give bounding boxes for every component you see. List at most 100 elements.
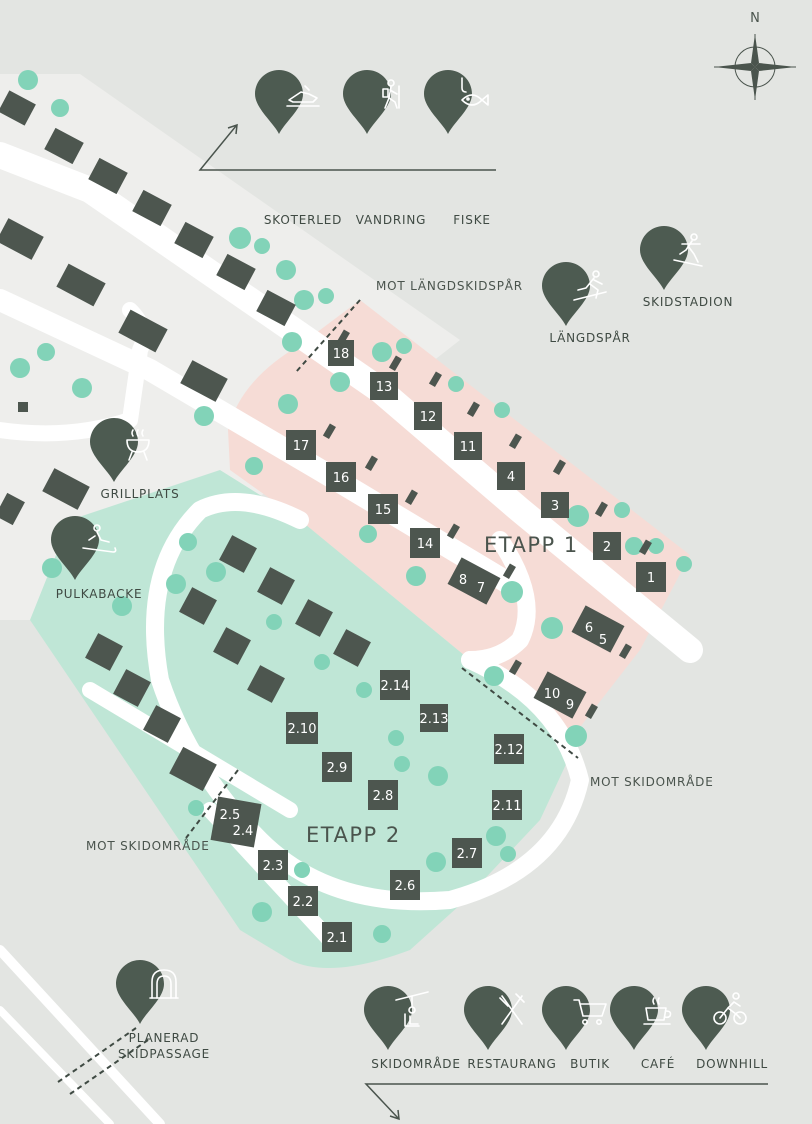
pin-skoterled[interactable]: SKOTERLED — [255, 70, 342, 227]
sled-icon — [82, 524, 117, 553]
plot-8-7[interactable]: 87 — [447, 557, 501, 605]
svg-text:17: 17 — [293, 439, 310, 454]
direction-label-skidomrade-right: MOT SKIDOMRÅDE — [590, 774, 714, 789]
svg-text:2.2: 2.2 — [293, 895, 314, 910]
plot-2-3[interactable]: 2.3 — [258, 850, 288, 880]
plot-2-12[interactable]: 2.12 — [494, 734, 524, 764]
pin-pulkabacke[interactable]: PULKABACKE — [51, 516, 142, 601]
svg-text:9: 9 — [566, 698, 574, 713]
svg-text:SKOTERLED: SKOTERLED — [264, 213, 342, 227]
svg-text:16: 16 — [333, 471, 350, 486]
svg-text:SKIDSTADION: SKIDSTADION — [643, 295, 734, 309]
pin-fiske[interactable]: FISKE — [424, 70, 491, 227]
direction-label-langdskidspar: MOT LÄNGDSKIDSPÅR — [376, 278, 523, 293]
svg-text:18: 18 — [333, 347, 350, 362]
pin-planerad-skidpassage[interactable]: PLANERAD SKIDPASSAGE — [116, 960, 210, 1061]
svg-text:BUTIK: BUTIK — [570, 1057, 610, 1071]
svg-text:PULKABACKE: PULKABACKE — [56, 587, 143, 601]
svg-text:6: 6 — [585, 621, 593, 636]
plot-15[interactable]: 15 — [368, 494, 398, 524]
top-arrow — [198, 123, 496, 171]
plot-2-2[interactable]: 2.2 — [288, 886, 318, 916]
svg-text:DOWNHILL: DOWNHILL — [696, 1057, 768, 1071]
plot-2-6[interactable]: 2.6 — [390, 870, 420, 900]
etapp1-sheds — [322, 329, 652, 720]
plot-2-13[interactable]: 2.13 — [420, 704, 449, 732]
plot-13[interactable]: 13 — [370, 372, 398, 400]
svg-text:SKIDPASSAGE: SKIDPASSAGE — [118, 1047, 210, 1061]
downhill-bike-icon — [713, 992, 747, 1025]
svg-text:1: 1 — [647, 571, 655, 586]
pin-restaurang[interactable]: RESTAURANG — [464, 986, 557, 1071]
plot-14[interactable]: 14 — [410, 528, 440, 558]
plot-1[interactable]: 1 — [636, 562, 666, 592]
svg-text:14: 14 — [417, 537, 434, 552]
etapp1-label: ETAPP 1 — [484, 533, 579, 557]
plot-16[interactable]: 16 — [326, 462, 356, 492]
svg-text:LÄNGDSPÅR: LÄNGDSPÅR — [549, 330, 630, 345]
pin-langdspar[interactable]: LÄNGDSPÅR — [542, 262, 631, 345]
plot-17[interactable]: 17 — [286, 430, 316, 460]
etapp2-houses — [85, 535, 371, 792]
compass-rose: N — [714, 11, 796, 100]
svg-text:2.5: 2.5 — [220, 808, 241, 823]
pin-vandring[interactable]: VANDRING — [343, 70, 426, 227]
ski-lift-icon — [395, 991, 429, 1027]
plot-6-5[interactable]: 65 — [571, 605, 625, 653]
plot-11[interactable]: 11 — [454, 432, 482, 460]
hiker-icon — [382, 79, 400, 109]
svg-text:13: 13 — [376, 380, 393, 395]
plot-2-7[interactable]: 2.7 — [452, 838, 482, 868]
snowmobile-icon — [286, 85, 320, 107]
svg-text:2: 2 — [603, 540, 611, 555]
plot-3[interactable]: 3 — [541, 492, 569, 518]
svg-text:2.9: 2.9 — [327, 761, 348, 776]
plot-2-1[interactable]: 2.1 — [322, 922, 352, 952]
svg-text:2.6: 2.6 — [395, 879, 416, 894]
pin-skidomrade[interactable]: SKIDOMRÅDE — [364, 986, 461, 1071]
direction-label-skidomrade-left: MOT SKIDOMRÅDE — [86, 838, 210, 853]
plot-2-5-2-4[interactable]: 2.52.4 — [210, 796, 262, 848]
etapp1-plots: 18 13 12 11 4 3 2 1 17 16 15 14 87 65 10… — [286, 340, 666, 719]
svg-text:2.1: 2.1 — [327, 931, 348, 946]
pin-butik[interactable]: BUTIK — [542, 986, 610, 1071]
plot-4[interactable]: 4 — [497, 462, 525, 490]
compass-north-label: N — [750, 11, 760, 26]
fish-hook-icon — [461, 77, 489, 106]
plot-2-11[interactable]: 2.11 — [492, 790, 522, 820]
svg-text:FISKE: FISKE — [453, 213, 491, 227]
pin-grillplats[interactable]: GRILLPLATS — [90, 418, 179, 501]
svg-text:5: 5 — [599, 633, 607, 648]
svg-text:2.11: 2.11 — [493, 799, 522, 814]
svg-text:GRILLPLATS: GRILLPLATS — [101, 487, 180, 501]
svg-text:RESTAURANG: RESTAURANG — [467, 1057, 556, 1071]
svg-text:12: 12 — [420, 410, 437, 425]
svg-text:2.8: 2.8 — [373, 789, 394, 804]
svg-text:2.12: 2.12 — [495, 743, 524, 758]
plot-2-14[interactable]: 2.14 — [380, 670, 410, 700]
pin-cafe[interactable]: CAFÉ — [610, 986, 675, 1071]
plot-2-8[interactable]: 2.8 — [368, 780, 398, 810]
tunnel-icon — [149, 969, 179, 999]
plot-2[interactable]: 2 — [593, 532, 621, 560]
plot-2-9[interactable]: 2.9 — [322, 752, 352, 782]
cross-country-skier-icon — [573, 270, 607, 301]
svg-text:10: 10 — [544, 687, 561, 702]
ski-stadium-skier-icon — [673, 233, 703, 267]
svg-text:2.4: 2.4 — [233, 824, 254, 839]
svg-text:2.7: 2.7 — [457, 847, 478, 862]
svg-text:CAFÉ: CAFÉ — [641, 1056, 675, 1071]
svg-text:VANDRING: VANDRING — [356, 213, 426, 227]
plot-18[interactable]: 18 — [328, 340, 354, 366]
pin-skidstadion[interactable]: SKIDSTADION — [640, 226, 733, 309]
svg-text:3: 3 — [551, 499, 559, 514]
grill-icon — [126, 429, 150, 461]
dashed-boundaries — [57, 299, 579, 1095]
shopping-cart-icon — [573, 999, 607, 1025]
etapp2-plots: 2.14 2.13 2.12 2.11 2.10 2.9 2.8 2.7 2.6… — [210, 670, 524, 952]
plot-12[interactable]: 12 — [414, 402, 442, 430]
svg-text:7: 7 — [477, 581, 485, 596]
pin-downhill[interactable]: DOWNHILL — [682, 986, 768, 1071]
plot-10-9[interactable]: 10 9 — [533, 671, 587, 719]
plot-2-10[interactable]: 2.10 — [286, 712, 318, 744]
